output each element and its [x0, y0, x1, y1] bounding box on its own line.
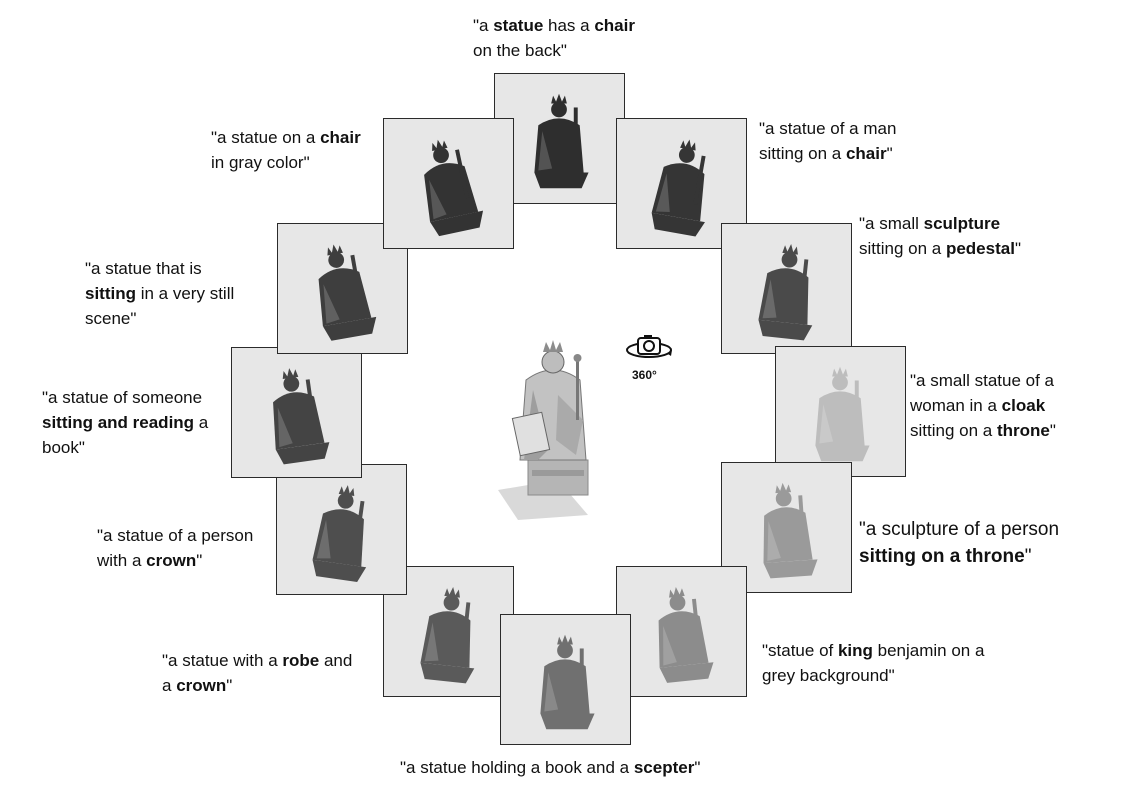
caption-segment: throne	[996, 421, 1050, 440]
statue-render-left	[273, 368, 330, 465]
caption-segment: sitting on a throne	[859, 546, 1025, 567]
caption-segment: "	[1024, 546, 1032, 567]
caption-right-lower: "a sculpture of a person sitting on a thr…	[859, 516, 1059, 570]
caption-right-upper: "a small sculpture sitting on a pedestal"	[859, 211, 1021, 261]
caption-segment: "a statue on a	[211, 128, 321, 147]
caption-segment: "	[1049, 421, 1056, 440]
caption-segment: sitting	[85, 284, 136, 303]
statue-render-bottom-left	[420, 586, 475, 684]
caption-left-lower: "a statue of a person with a crown"	[97, 523, 253, 573]
caption-segment: crown	[176, 676, 227, 695]
caption-segment: on the back"	[473, 41, 567, 60]
caption-segment: a	[194, 413, 209, 432]
statue-render-left-upper	[318, 244, 377, 341]
caption-segment: "a statue of a man	[759, 119, 897, 138]
caption-segment: statue	[493, 16, 544, 35]
caption-bottom: "a statue holding a book and a scepter"	[400, 755, 700, 780]
caption-segment: king	[837, 641, 873, 660]
caption-segment: sitting on a	[910, 421, 997, 440]
caption-segment: a	[162, 676, 177, 695]
caption-segment: "	[886, 144, 893, 163]
caption-segment: scepter	[633, 758, 695, 777]
statue-render-right	[815, 366, 870, 462]
view-right-lower	[721, 462, 852, 593]
caption-segment: "	[196, 551, 203, 570]
statue-render-right-lower	[763, 482, 818, 579]
caption-segment: book"	[42, 438, 85, 457]
view-left-upper	[277, 223, 408, 354]
caption-segment: and	[319, 651, 353, 670]
statue-render-bottom	[540, 634, 595, 730]
caption-segment: "a sculpture of a person	[859, 519, 1060, 540]
caption-segment: "a statue that is	[85, 259, 202, 278]
caption-segment: has a	[543, 16, 595, 35]
statue-render-top-right	[651, 139, 706, 237]
caption-segment: grey background"	[762, 666, 895, 685]
caption-segment: "a small	[859, 214, 924, 233]
camera-360-icon	[626, 335, 672, 358]
caption-segment: woman in a	[910, 396, 1002, 415]
statue-render-top-left	[424, 139, 484, 237]
camera-360-label: 360°	[632, 368, 657, 382]
caption-segment: "statue of	[762, 641, 838, 660]
caption-segment: cloak	[1001, 396, 1046, 415]
caption-bottom-left: "a statue with a robe and a crown"	[162, 648, 352, 698]
caption-segment: sitting and reading	[42, 413, 195, 432]
caption-segment: "	[226, 676, 233, 695]
view-bottom-right	[616, 566, 747, 697]
statue-render-top	[534, 93, 589, 189]
caption-segment: robe	[282, 651, 320, 670]
caption-segment: "a statue of a person	[97, 526, 254, 545]
caption-segment: sitting on a	[759, 144, 846, 163]
caption-top-right: "a statue of a man sitting on a chair"	[759, 116, 896, 166]
view-right-upper	[721, 223, 852, 354]
caption-segment: sitting on a	[859, 239, 946, 258]
caption-top: "a statue has a chair on the back"	[473, 13, 635, 63]
caption-left-upper: "a statue that is sitting in a very still…	[85, 256, 234, 331]
caption-segment: in gray color"	[211, 153, 310, 172]
caption-top-left: "a statue on a chair in gray color"	[211, 125, 361, 175]
view-left	[231, 347, 362, 478]
view-top	[494, 73, 625, 204]
caption-bottom-right: "statue of king benjamin on a grey backgr…	[762, 638, 984, 688]
statue-render-bottom-right	[658, 586, 714, 683]
caption-segment: "a statue holding a book and a	[400, 758, 634, 777]
caption-segment: sculpture	[923, 214, 1001, 233]
caption-segment: "a	[473, 16, 494, 35]
view-top-left	[383, 118, 514, 249]
view-bottom-left	[383, 566, 514, 697]
caption-segment: "	[694, 758, 701, 777]
caption-segment: "a small statue of a	[910, 371, 1054, 390]
center-statue-image	[498, 340, 589, 520]
caption-segment: pedestal	[945, 239, 1015, 258]
caption-segment: chair	[594, 16, 635, 35]
view-left-lower	[276, 464, 407, 595]
caption-segment: chair	[320, 128, 361, 147]
caption-segment: in a very still	[136, 284, 235, 303]
caption-segment: chair	[845, 144, 887, 163]
caption-segment: "a statue with a	[162, 651, 283, 670]
caption-segment: with a	[97, 551, 147, 570]
statue-render-left-lower	[312, 485, 367, 582]
statue-render-right-upper	[758, 243, 813, 341]
caption-segment: benjamin on a	[872, 641, 985, 660]
view-right	[775, 346, 906, 477]
caption-segment: "	[1014, 239, 1021, 258]
view-bottom	[500, 614, 631, 745]
caption-segment: "a statue of someone	[42, 388, 203, 407]
caption-segment: crown	[146, 551, 197, 570]
caption-segment: scene"	[85, 309, 137, 328]
